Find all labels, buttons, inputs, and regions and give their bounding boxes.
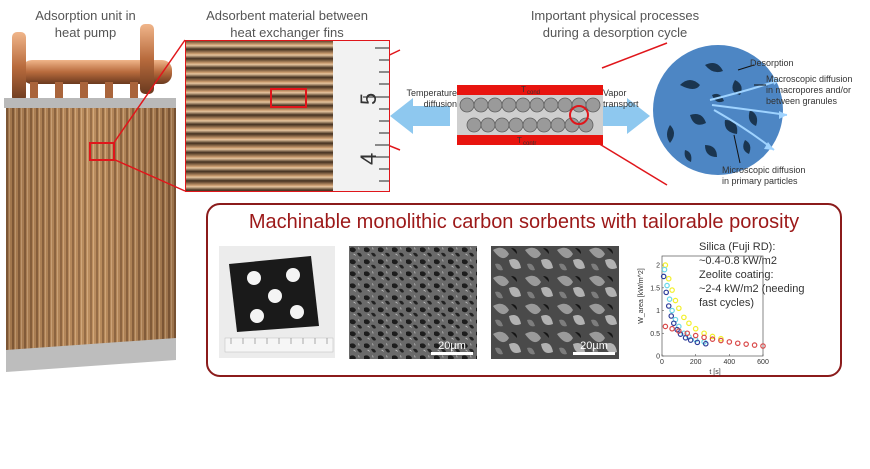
ruler-label-4: 4 [356,153,381,165]
t-cond-label: T [521,85,526,94]
ruler-label-5: 5 [356,93,381,105]
series-2-point [669,307,675,314]
series-1-point [676,305,682,312]
series-3-point [663,289,670,296]
series-1-point [709,333,716,340]
fin-zoom-marker [270,88,307,108]
legend-line-1: Silica (Fuji RD): [699,241,776,253]
series-1-point [686,320,692,327]
sem2-scale-label: 20µm [580,340,608,352]
series-4-point [718,337,724,344]
fins-caption: Adsorbent material between heat exchange… [187,7,387,41]
macroscopic-diffusion-label-line1: Macroscopic diffusion [766,74,852,84]
series-3-point [668,313,675,319]
microscopic-diffusion-label-line2: in primary particles [722,176,798,186]
macroscopic-diffusion-label-line2: in macropores and/or [766,85,851,95]
t-contr-subscript: contr [523,141,536,147]
temperature-diffusion-label-line1: Temperature [406,88,457,98]
panel-title: Machinable monolithic carbon sorbents wi… [248,211,800,233]
y-tick-label: 0.5 [650,331,660,338]
x-axis-label: t [s] [709,369,720,376]
legend-line-2: ~0.4-0.8 kW/m2 [699,255,777,267]
fin-closeup-image: 5 4 [185,40,390,192]
sem1-scale-label: 20µm [438,340,466,352]
fins-caption-line2: heat exchanger fins [230,25,344,40]
legend-line-3: Zeolite coating: [699,269,774,281]
unit-caption: Adsorption unit in heat pump [18,7,153,41]
series-4-point [734,340,741,347]
unit-zoom-marker [89,142,115,161]
series-3-point [682,335,689,341]
t-cond-subscript: cond [527,90,540,96]
y-tick-label: 2 [656,263,660,270]
power-density-chart: 0 200 400 600 0 0.5 1 1.5 2 W_area [kW/m^2] t [s… [638,255,769,376]
macroscopic-diffusion-label-line3: between granules [766,96,838,106]
series-4-point [760,343,766,349]
right-blue-arrow [590,98,650,134]
unit-caption-line1: Adsorption unit in [35,8,136,23]
x-tick-label: 400 [723,359,735,366]
series-3-point [665,303,672,309]
y-tick-label: 0 [656,354,660,361]
y-tick-label: 1.5 [650,285,660,292]
series-4-point [669,325,675,332]
temperature-diffusion-label-line2: diffusion [424,99,457,109]
vapor-transport-label-line2: transport [603,99,639,109]
sem-image-fine: 20µm [349,246,477,359]
chart-legend-text: Silica (Fuji RD): ~0.4-0.8 kW/m2 Zeolite… [699,240,829,310]
porous-granule-diagram: Desorption Macroscopic diffusion in macr… [653,45,852,186]
legend-line-4: ~2-4 kW/m2 (needing [699,283,805,295]
series-1-point [672,297,679,304]
series-4-point [709,336,716,342]
series-1-point [669,287,675,293]
series-1-point [665,275,672,282]
left-blue-arrow [390,98,450,134]
sem-image-coarse: 20µm [491,246,619,359]
x-tick-label: 600 [757,359,769,366]
vapor-transport-label-line1: Vapor [603,88,626,98]
monolith-sample-photo [219,246,335,358]
x-tick-label: 0 [660,359,664,366]
series-1-point [681,314,687,321]
carbon-sorbents-panel [206,203,842,377]
y-tick-label: 1 [656,308,660,315]
fins-caption-line1: Adsorbent material between [206,8,368,23]
series-2-point [681,330,687,337]
microscopic-diffusion-label-line1: Microscopic diffusion [722,165,805,175]
series-3-point [660,273,667,280]
series-4-point [676,328,682,334]
x-tick-label: 200 [690,359,702,366]
series-3-point [694,339,701,346]
processes-caption-line1: Important physical processes [530,8,700,23]
series-4-point [684,330,691,337]
legend-line-5: fast cycles) [699,297,755,309]
desorption-label: Desorption [750,58,794,68]
y-axis-label: W_area [kW/m^2] [638,268,645,323]
heat-pump-unit-image [4,24,176,372]
series-2-point [666,296,673,302]
t-contr-label: T [517,136,522,145]
series-4-point [692,332,699,339]
series-3-point [702,340,709,347]
processes-caption-line2: during a desorption cycle [542,25,688,40]
series-4-point [726,339,733,345]
series-1-point [692,325,699,332]
desorption-channel-diagram: Temperature diffusion T cond T contr Vap… [390,85,650,147]
series-4-point [701,334,707,341]
unit-caption-line2: heat pump [54,25,117,40]
series-3-point [687,337,694,343]
series-3-point [670,320,677,327]
series-2-point [661,266,668,273]
granule-zoom-marker [569,105,589,125]
processes-caption: Important physical processes during a de… [505,7,725,41]
series-4-point [662,323,669,330]
series-4-point [751,342,758,348]
series-4-point [743,341,749,347]
series-2-point [664,282,670,289]
series-1-point [718,335,724,342]
